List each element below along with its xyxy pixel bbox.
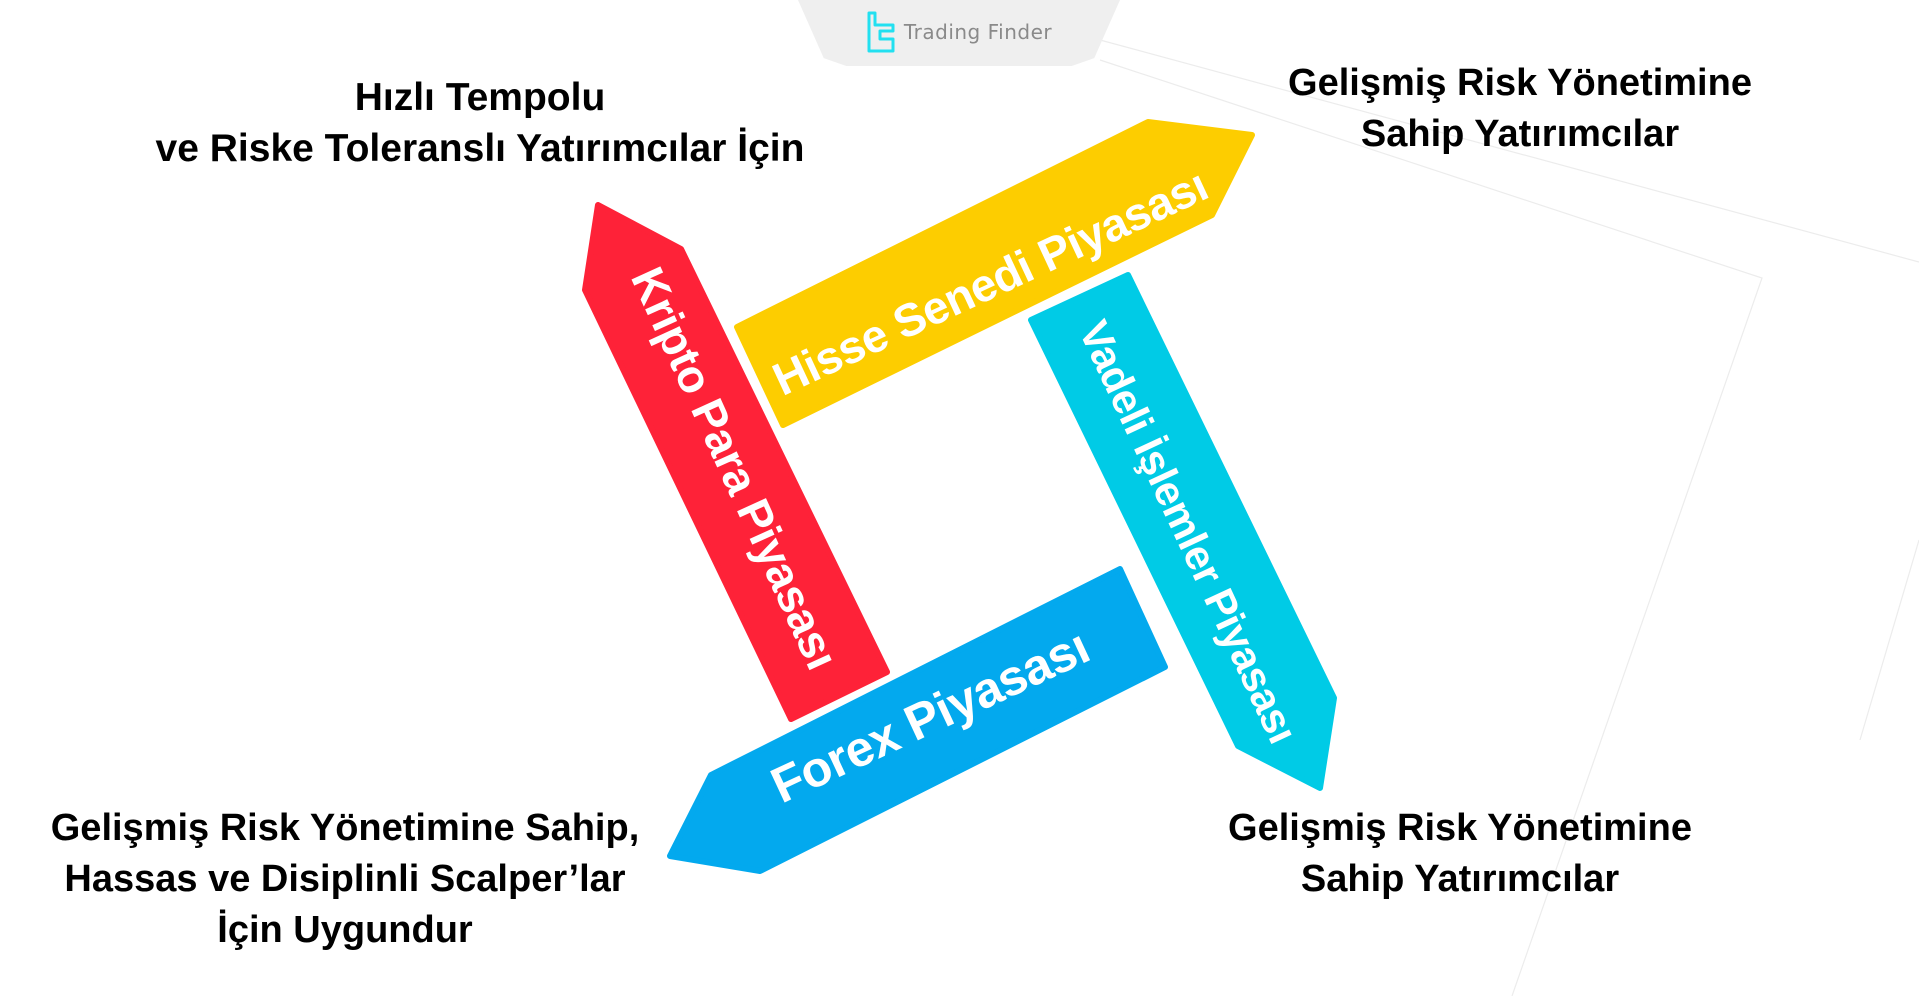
caption-forex: Gelişmiş Risk Yönetimine Sahip, Hassas v… (20, 803, 670, 956)
arrow-futures (1028, 272, 1337, 791)
caption-line: Sahip Yatırımcılar (1360, 113, 1680, 155)
trading-finder-logo-icon (867, 11, 895, 53)
caption-line: Gelişmiş Risk Yönetimine (1228, 807, 1692, 849)
brand-logo[interactable]: Trading Finder (798, 10, 1120, 54)
caption-line: Hassas ve Disiplinli Scalper’lar (64, 858, 626, 900)
caption-line: Gelişmiş Risk Yönetimine (1288, 62, 1752, 104)
brand-header: Trading Finder (798, 0, 1120, 66)
arrow-crypto (582, 202, 890, 722)
decor-line (1099, 39, 1919, 263)
caption-futures: Gelişmiş Risk Yönetimine Sahip Yatırımcı… (1190, 803, 1730, 905)
caption-stock: Gelişmiş Risk Yönetimine Sahip Yatırımcı… (1250, 58, 1790, 160)
caption-line: Hızlı Tempolu (354, 76, 606, 119)
caption-line: Sahip Yatırımcılar (1300, 858, 1620, 900)
arrow-stock (734, 119, 1255, 428)
brand-name: Trading Finder (903, 20, 1053, 44)
caption-line: Gelişmiş Risk Yönetimine Sahip, (50, 807, 640, 849)
decor-line (1099, 59, 1763, 996)
arrow-forex (667, 566, 1168, 874)
caption-line: ve Riske Toleranslı Yatırımcılar İçin (155, 127, 805, 170)
decor-line (1859, 539, 1919, 741)
caption-crypto: Hızlı Tempolu ve Riske Toleranslı Yatırı… (130, 72, 830, 174)
caption-line: İçin Uygundur (217, 909, 473, 951)
